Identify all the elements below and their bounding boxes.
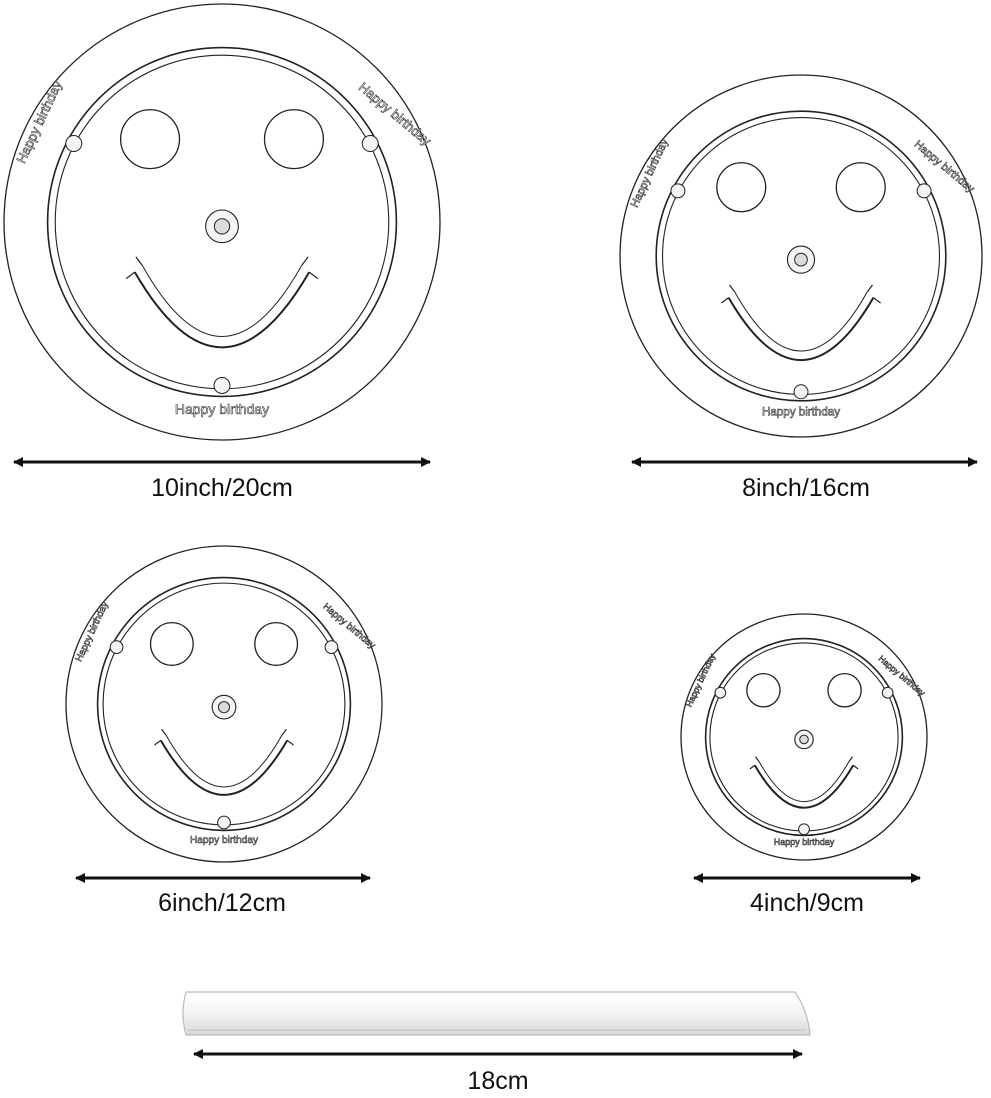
eye-hole (746, 673, 781, 708)
inner-ring (96, 576, 352, 832)
eye-hole (716, 162, 767, 213)
eye-hole (263, 109, 325, 170)
size-label-4inch: 4inch/9cm (750, 889, 864, 917)
center-hub-icon (786, 245, 816, 274)
inner-ring (46, 46, 398, 398)
engraving-text: Happy birthday (774, 837, 835, 847)
eye-hole (149, 621, 194, 666)
peg-hole (916, 183, 932, 199)
peg-hole (361, 135, 379, 153)
peg-hole (881, 686, 894, 699)
inner-ring (655, 110, 947, 402)
engraving-text: Happy birthday (175, 401, 269, 417)
support-rod (182, 991, 811, 1036)
eye-hole (835, 162, 886, 213)
peg-hole (324, 640, 339, 654)
peg-hole (65, 135, 83, 153)
engraving-text: Happy birthday (762, 405, 840, 418)
eye-hole (827, 673, 862, 708)
size-label-6inch: 6inch/12cm (158, 889, 286, 917)
size-label-rod: 18cm (467, 1067, 529, 1095)
smile (758, 761, 850, 802)
center-hub-icon (211, 694, 237, 720)
size-label-8inch: 8inch/16cm (742, 474, 870, 502)
smile (133, 271, 311, 349)
eye-hole (119, 109, 181, 170)
smile (165, 735, 283, 788)
peg-hole (798, 823, 810, 836)
inner-ring (704, 637, 904, 837)
peg-hole (109, 640, 124, 654)
peg-hole (213, 377, 231, 394)
peg-hole (793, 384, 809, 400)
smile (159, 739, 289, 796)
engraving-text: Happy birthday (190, 835, 259, 846)
peg-hole (217, 815, 231, 830)
size-label-10inch: 10inch/20cm (151, 474, 293, 502)
peg-hole (670, 183, 686, 199)
eye-hole (254, 621, 299, 666)
smile (734, 291, 868, 352)
smile (141, 265, 303, 337)
center-hub-icon (205, 209, 239, 244)
smile (753, 764, 855, 809)
peg-hole (714, 686, 727, 699)
center-hub-icon (794, 729, 814, 750)
smile (727, 297, 875, 362)
